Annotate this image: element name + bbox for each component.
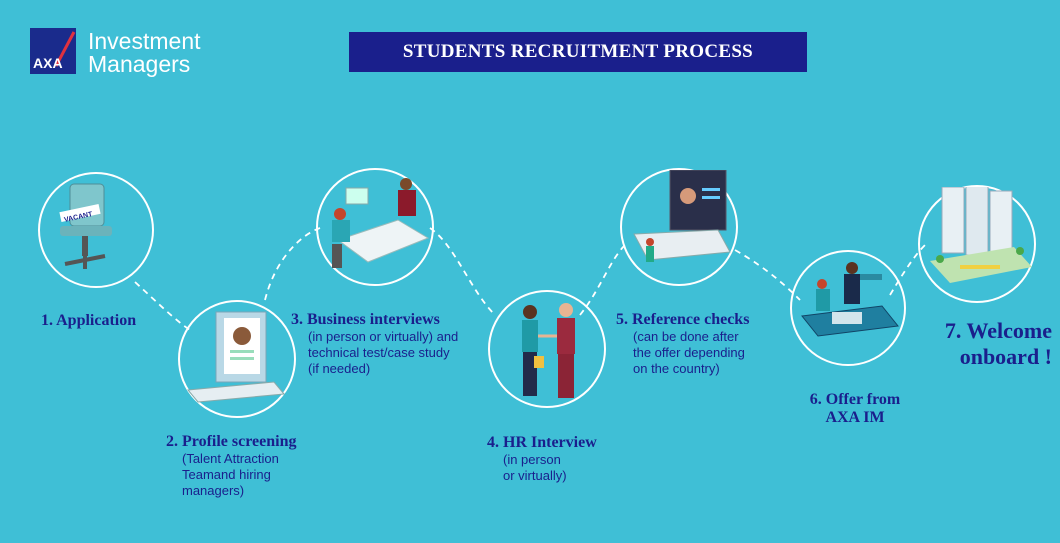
axa-logo-icon — [30, 28, 76, 74]
step-2-circle — [178, 300, 296, 418]
step-4-title: 4. HR Interview — [487, 434, 597, 451]
step-5-title: 5. Reference checks — [616, 311, 750, 328]
office-buildings-illustration — [930, 170, 1032, 283]
logo-line-2: Managers — [88, 51, 191, 77]
step-6-title-line-1: 6. Offer from — [809, 391, 901, 408]
step-7-title-line-2: onboard ! — [959, 344, 1052, 369]
step-1-circle: VACANT — [38, 172, 154, 288]
axa-logo-text: AXA — [33, 55, 63, 71]
step-4-desc-line: or virtually) — [503, 468, 567, 483]
step-7-circle — [918, 170, 1036, 303]
step-5-label: 5. Reference checks (can be done after t… — [616, 311, 749, 377]
step-4-desc-line: (in person — [503, 452, 561, 467]
step-5-desc: (can be done after the offer depending o… — [633, 329, 749, 377]
reference-laptop-illustration — [633, 169, 731, 262]
step-7-title-line-1: 7. Welcome — [944, 318, 1052, 343]
step-5-desc-line: (can be done after — [633, 329, 739, 344]
step-6-circle — [790, 250, 906, 366]
step-2-desc: (Talent Attraction Teamand hiring manage… — [182, 451, 297, 499]
step-4-desc: (in person or virtually) — [503, 452, 597, 484]
vacant-chair-illustration — [59, 183, 112, 269]
step-6-label: 6. Offer from AXA IM — [800, 391, 910, 427]
axa-logo-box: AXA — [30, 28, 76, 74]
step-2-title: 2. Profile screening — [166, 433, 297, 450]
step-4-circle — [488, 290, 606, 408]
step-1-title: 1. Application — [41, 312, 137, 329]
logo-line-1: Investment — [88, 28, 201, 54]
page-title: STUDENTS RECRUITMENT PROCESS — [349, 32, 807, 72]
profile-laptop-illustration — [187, 311, 285, 403]
step-3-title: 3. Business interviews — [291, 311, 440, 328]
step-7-label: 7. Welcome onboard ! — [918, 318, 1052, 370]
step-5-desc-line: the offer depending — [633, 345, 745, 360]
step-2-desc-line: Teamand hiring — [182, 467, 271, 482]
step-3-desc-line: (in person or virtually) and — [308, 329, 459, 344]
step-4-label: 4. HR Interview (in person or virtually) — [487, 434, 597, 484]
step-3-label: 3. Business interviews (in person or vir… — [291, 311, 458, 377]
step-5-desc-line: on the country) — [633, 361, 720, 376]
axa-im-logo: AXA Investment Managers — [30, 28, 230, 80]
step-2-desc-line: (Talent Attraction — [182, 451, 279, 466]
step-6-title-line-2: AXA IM — [825, 409, 885, 426]
handshake-illustration — [522, 303, 575, 398]
step-3-desc: (in person or virtually) and technical t… — [308, 329, 458, 377]
step-3-circle — [316, 168, 434, 286]
business-interview-illustration — [332, 178, 430, 268]
step-2-label: 2. Profile screening (Talent Attraction … — [166, 433, 297, 499]
step-5-circle — [620, 168, 738, 286]
offer-desk-illustration — [801, 262, 899, 337]
step-3-desc-line: (if needed) — [308, 361, 371, 376]
step-2-desc-line: managers) — [182, 483, 245, 498]
logo-wordmark: Investment Managers — [88, 30, 201, 76]
step-3-desc-line: technical test/case study — [308, 345, 450, 360]
